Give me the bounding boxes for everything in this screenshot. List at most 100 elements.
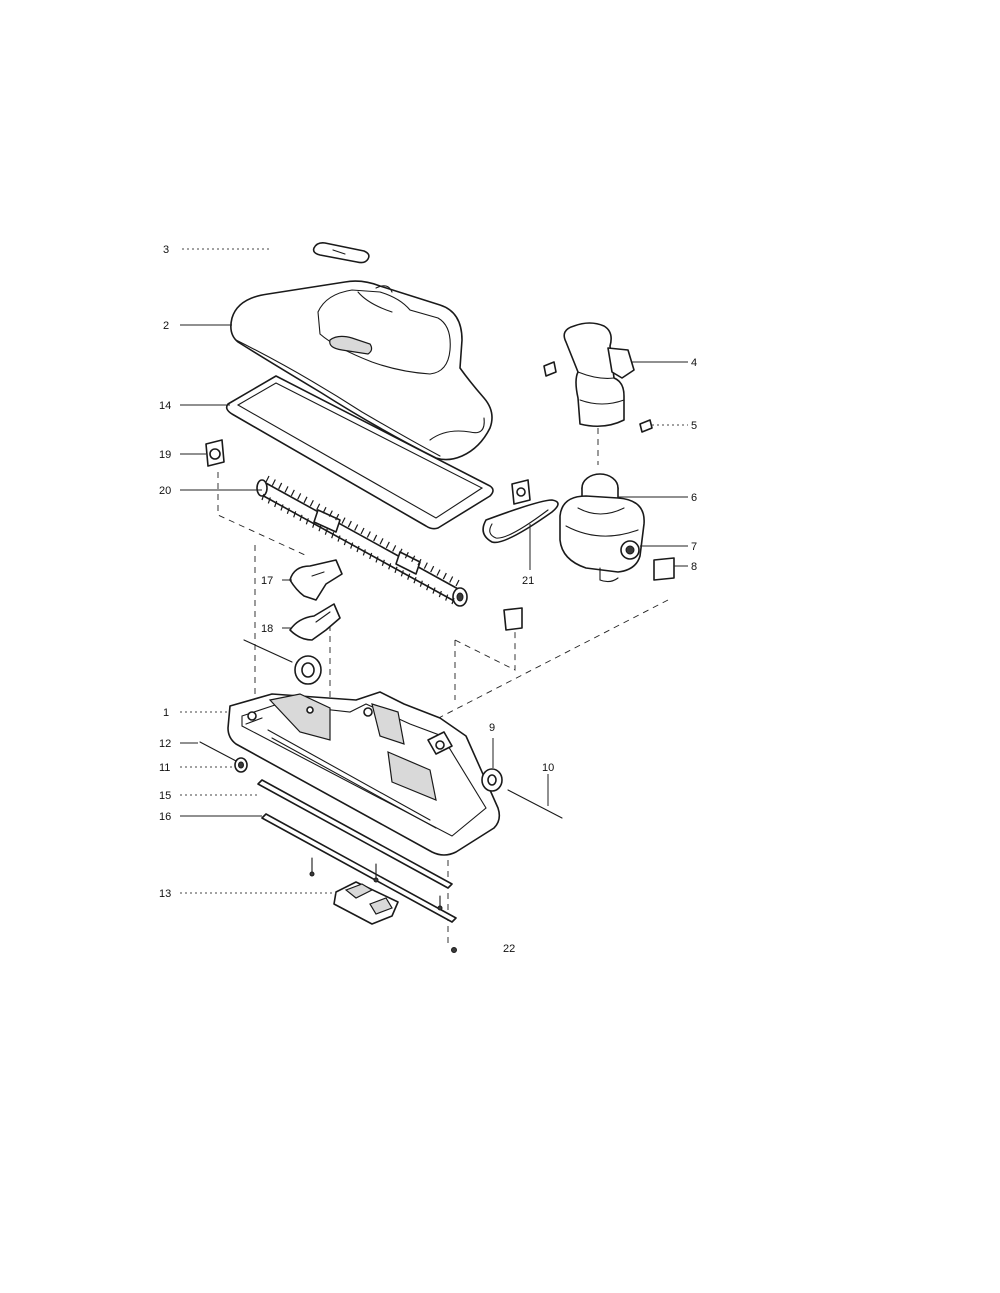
callout-6: 6 — [691, 492, 697, 504]
brush-end-plate — [503, 607, 523, 631]
part-17-bracket — [289, 559, 343, 601]
callout-12: 12 — [159, 738, 171, 750]
bristle — [388, 563, 392, 570]
part-21-drive-belt — [482, 479, 559, 544]
callout-7: 7 — [691, 541, 697, 553]
callout-8: 8 — [691, 561, 697, 573]
bristle — [318, 525, 322, 532]
bristle — [451, 597, 455, 605]
part-2-top-cover — [230, 280, 493, 461]
bristle — [423, 562, 428, 569]
bristle — [385, 541, 390, 549]
bristle — [271, 479, 276, 486]
part-11-wheel — [234, 757, 248, 773]
bristle — [360, 527, 365, 535]
bristle — [343, 538, 347, 546]
bristle — [373, 534, 378, 542]
bristle — [274, 500, 278, 508]
callout-16: 16 — [159, 811, 171, 823]
part-10-axle — [507, 789, 563, 819]
bristle — [335, 513, 340, 521]
callout-11: 11 — [159, 762, 170, 774]
bristle — [411, 555, 416, 563]
bristle — [362, 549, 366, 556]
callout-19: 19 — [159, 449, 171, 461]
bristle — [407, 573, 411, 580]
callout-10: 10 — [542, 762, 554, 774]
bristle — [280, 504, 284, 511]
bristle — [379, 538, 384, 545]
bristle — [366, 531, 371, 538]
bristle — [400, 570, 404, 577]
bristle — [341, 517, 346, 524]
bristle — [324, 528, 328, 535]
bristle — [331, 531, 335, 539]
bristle — [309, 499, 314, 507]
bristle — [299, 514, 303, 521]
part-18-bracket — [289, 603, 341, 641]
bristle — [381, 559, 385, 567]
part-13-bottom-plate — [333, 881, 399, 925]
part-14-gasket — [225, 375, 494, 530]
bristle — [404, 551, 409, 559]
part-9-wheel — [481, 768, 503, 792]
callout-17: 17 — [261, 575, 273, 587]
bristle — [398, 548, 403, 556]
bristle — [438, 590, 442, 598]
bristle — [267, 497, 271, 504]
bristle — [312, 521, 316, 528]
bristle — [356, 545, 360, 553]
bristle — [369, 552, 373, 560]
part-8-plate — [653, 557, 675, 581]
bristle — [284, 486, 289, 493]
bristle — [337, 535, 341, 542]
part-6-swivel-housing — [559, 473, 645, 583]
bristle — [347, 520, 352, 528]
screws — [309, 857, 457, 953]
part-16-strip — [261, 813, 457, 923]
bristle — [290, 489, 295, 497]
bristle — [417, 558, 422, 566]
assembly-guide-lines — [217, 428, 669, 945]
bristle — [413, 577, 417, 584]
bristle — [328, 510, 333, 517]
bristle — [305, 518, 309, 525]
bristle — [442, 572, 447, 580]
callout-15: 15 — [159, 790, 171, 802]
bristle — [350, 542, 354, 549]
callout-labels: 1 2 3 4 5 6 7 8 9 10 11 12 13 14 15 16 1… — [159, 244, 697, 955]
bristle — [265, 475, 270, 483]
callout-20: 20 — [159, 485, 171, 497]
bristle — [303, 496, 308, 504]
bristle — [432, 587, 436, 594]
bristle — [436, 569, 441, 576]
callout-22: 22 — [503, 943, 515, 955]
bristle — [375, 556, 379, 563]
bristle — [445, 594, 449, 601]
bristle — [316, 503, 321, 511]
part-12-axle — [199, 741, 239, 763]
bristle — [354, 524, 359, 531]
part-1-base-housing — [227, 691, 501, 856]
callout-3: 3 — [163, 244, 169, 256]
callout-13: 13 — [159, 888, 171, 900]
callout-9: 9 — [489, 722, 495, 734]
leader-lines — [180, 248, 688, 894]
bristle — [392, 545, 397, 552]
bristle — [286, 507, 290, 515]
callout-14: 14 — [159, 400, 171, 412]
bristle — [449, 576, 454, 583]
part-15-strip — [257, 779, 453, 889]
callout-4: 4 — [691, 357, 697, 369]
part-19-end-cap — [205, 439, 225, 467]
bristle — [430, 565, 435, 573]
callout-1: 1 — [163, 707, 169, 719]
bristle — [394, 566, 398, 573]
bristle — [426, 583, 430, 591]
bristle — [278, 482, 283, 490]
callout-2: 2 — [163, 320, 169, 332]
part-3-latch-clip — [312, 242, 370, 264]
brush-bristles — [261, 475, 460, 605]
callout-21: 21 — [522, 575, 534, 587]
